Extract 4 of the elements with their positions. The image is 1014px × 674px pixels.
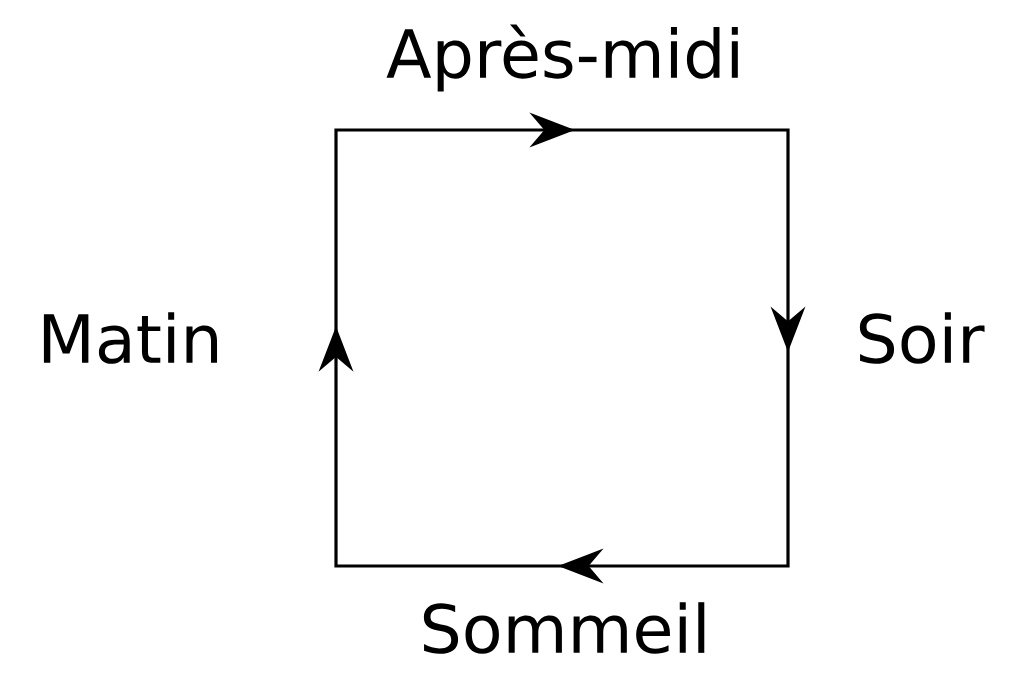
cycle-label: Soir bbox=[859, 312, 985, 364]
cycle-label: Sommeil bbox=[423, 602, 705, 654]
cycle-label: Matin bbox=[43, 312, 217, 364]
cycle-label: Après-midi bbox=[386, 24, 738, 92]
